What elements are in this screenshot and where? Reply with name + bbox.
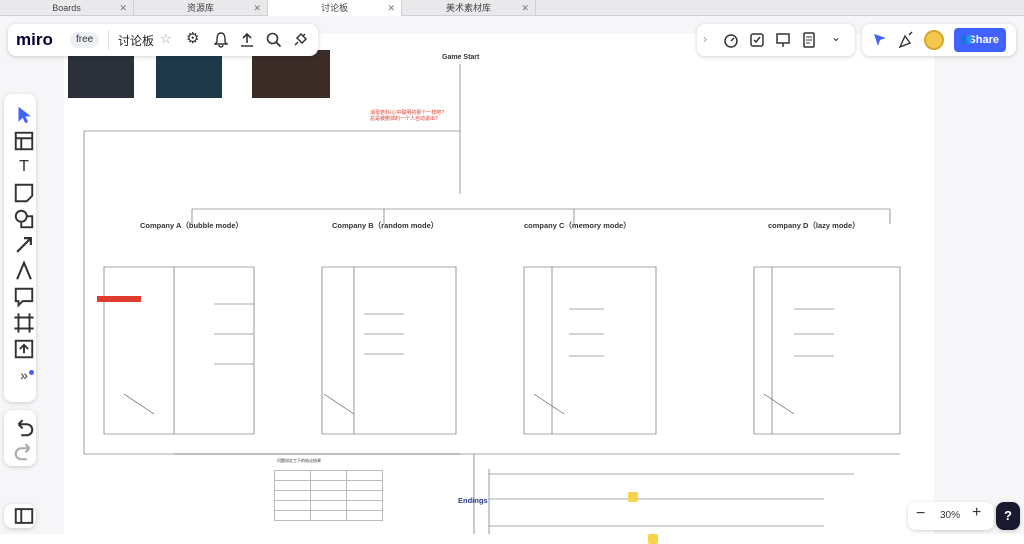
timer-icon[interactable] [723, 32, 739, 48]
search-icon[interactable] [266, 32, 282, 48]
bell-icon[interactable] [214, 32, 228, 48]
undo-redo-panel [4, 410, 36, 466]
tab-resources[interactable]: 资源库 ✕ [134, 0, 268, 16]
connection-line-icon[interactable] [13, 234, 35, 256]
divider [108, 30, 109, 50]
tab-boards[interactable]: Boards ✕ [0, 0, 134, 16]
star-icon[interactable]: ☆ [160, 31, 172, 46]
zoom-controls: − 30% + [908, 502, 994, 530]
people-icon: 👥 [960, 34, 973, 45]
presentation-icon[interactable] [775, 32, 791, 48]
tab-art-library[interactable]: 美术素材库 ✕ [402, 0, 536, 16]
top-left-toolbar: miro free 讨论板 ☆ ⚙ [8, 24, 318, 56]
reference-image-1[interactable] [68, 50, 134, 98]
tab-label: 美术素材库 [445, 3, 491, 13]
tab-label: 资源库 [186, 3, 214, 13]
avatar[interactable] [924, 30, 944, 50]
board-name[interactable]: 讨论板 [118, 34, 155, 48]
board-frame[interactable]: Game Start 消零若科/心中聪明的那个一样吧? 总是被删掉的一个人自动退… [64, 34, 934, 544]
comment-icon[interactable] [13, 286, 35, 308]
close-icon[interactable]: ✕ [253, 3, 261, 13]
highlighted-node[interactable] [97, 296, 141, 302]
shapes-icon[interactable] [13, 208, 35, 230]
tab-label: Boards [52, 3, 81, 13]
company-c-label[interactable]: company C（memory mode） [524, 221, 631, 230]
board-canvas[interactable]: Game Start 消零若科/心中聪明的那个一样吧? 总是被删掉的一个人自动退… [0, 16, 1024, 544]
endings-label[interactable]: Endings [458, 496, 488, 505]
close-icon[interactable]: ✕ [521, 3, 529, 13]
pen-icon[interactable] [13, 260, 35, 282]
flowchart-connectors [83, 64, 901, 534]
select-cursor-icon[interactable] [13, 104, 35, 126]
company-b-label[interactable]: Company B（random mode） [332, 221, 439, 230]
tab-label: 讨论板 [320, 3, 348, 13]
zoom-level[interactable]: 30% [940, 510, 961, 521]
table-title: 问题如交工下的结论结果 [277, 458, 321, 463]
reference-image-2[interactable] [156, 50, 222, 98]
game-start-label[interactable]: Game Start [442, 54, 480, 61]
help-button[interactable]: ? [996, 502, 1020, 530]
notes-icon[interactable] [801, 32, 817, 48]
sticky-note-icon[interactable] [13, 182, 35, 204]
plug-icon[interactable] [292, 32, 308, 48]
sidebar-toggle-icon[interactable] [13, 505, 35, 527]
browser-tab-bar: Boards ✕ 资源库 ✕ 讨论板 ✕ 美术素材库 ✕ [0, 0, 1024, 16]
frame-icon[interactable] [13, 312, 35, 334]
plan-badge[interactable]: free [70, 32, 100, 48]
tab-discussion[interactable]: 讨论板 ✕ [268, 0, 402, 16]
reference-image-3[interactable] [252, 50, 330, 98]
sticky-note[interactable] [628, 492, 638, 502]
text-tool-icon[interactable]: T [19, 158, 29, 175]
upload-tool-icon[interactable] [13, 338, 35, 360]
result-table[interactable] [274, 470, 383, 521]
redo-icon[interactable] [13, 440, 35, 462]
share-label: Share [968, 34, 999, 46]
more-tools-icon[interactable]: » [20, 367, 28, 383]
templates-icon[interactable] [13, 130, 35, 152]
sticky-note[interactable] [648, 534, 658, 544]
vote-icon[interactable] [749, 32, 765, 48]
zoom-out-button[interactable]: − [916, 505, 926, 522]
zoom-in-button[interactable]: + [972, 504, 982, 521]
close-icon[interactable]: ✕ [119, 3, 127, 13]
cursor-follow-icon[interactable] [872, 32, 888, 48]
question-note[interactable]: 消零若科/心中聪明的那个一样吧? 总是被删掉的一个人自动退出? [370, 110, 445, 122]
share-button[interactable]: 👥 Share [954, 28, 1006, 52]
chevron-right-icon[interactable]: › [703, 32, 707, 46]
undo-icon[interactable] [13, 416, 35, 438]
help-label: ? [1004, 508, 1012, 523]
top-right-toolbar: 👥 Share [862, 24, 1016, 56]
close-icon[interactable]: ✕ [387, 3, 395, 13]
celebrate-icon[interactable] [898, 31, 914, 49]
miro-logo[interactable]: miro [16, 30, 53, 49]
company-a-label[interactable]: Company A（bubble mode） [140, 221, 244, 230]
left-toolbar: T » [4, 94, 36, 402]
company-d-label[interactable]: company D（lazy mode） [768, 221, 860, 230]
top-center-toolbar: › ⌄ [697, 24, 855, 56]
upload-icon[interactable] [240, 32, 254, 48]
chevron-double-down-icon[interactable]: ⌄ [831, 30, 842, 44]
sidebar-toggle-panel [4, 504, 36, 528]
new-badge [29, 370, 34, 375]
gear-icon[interactable]: ⚙ [186, 30, 200, 47]
